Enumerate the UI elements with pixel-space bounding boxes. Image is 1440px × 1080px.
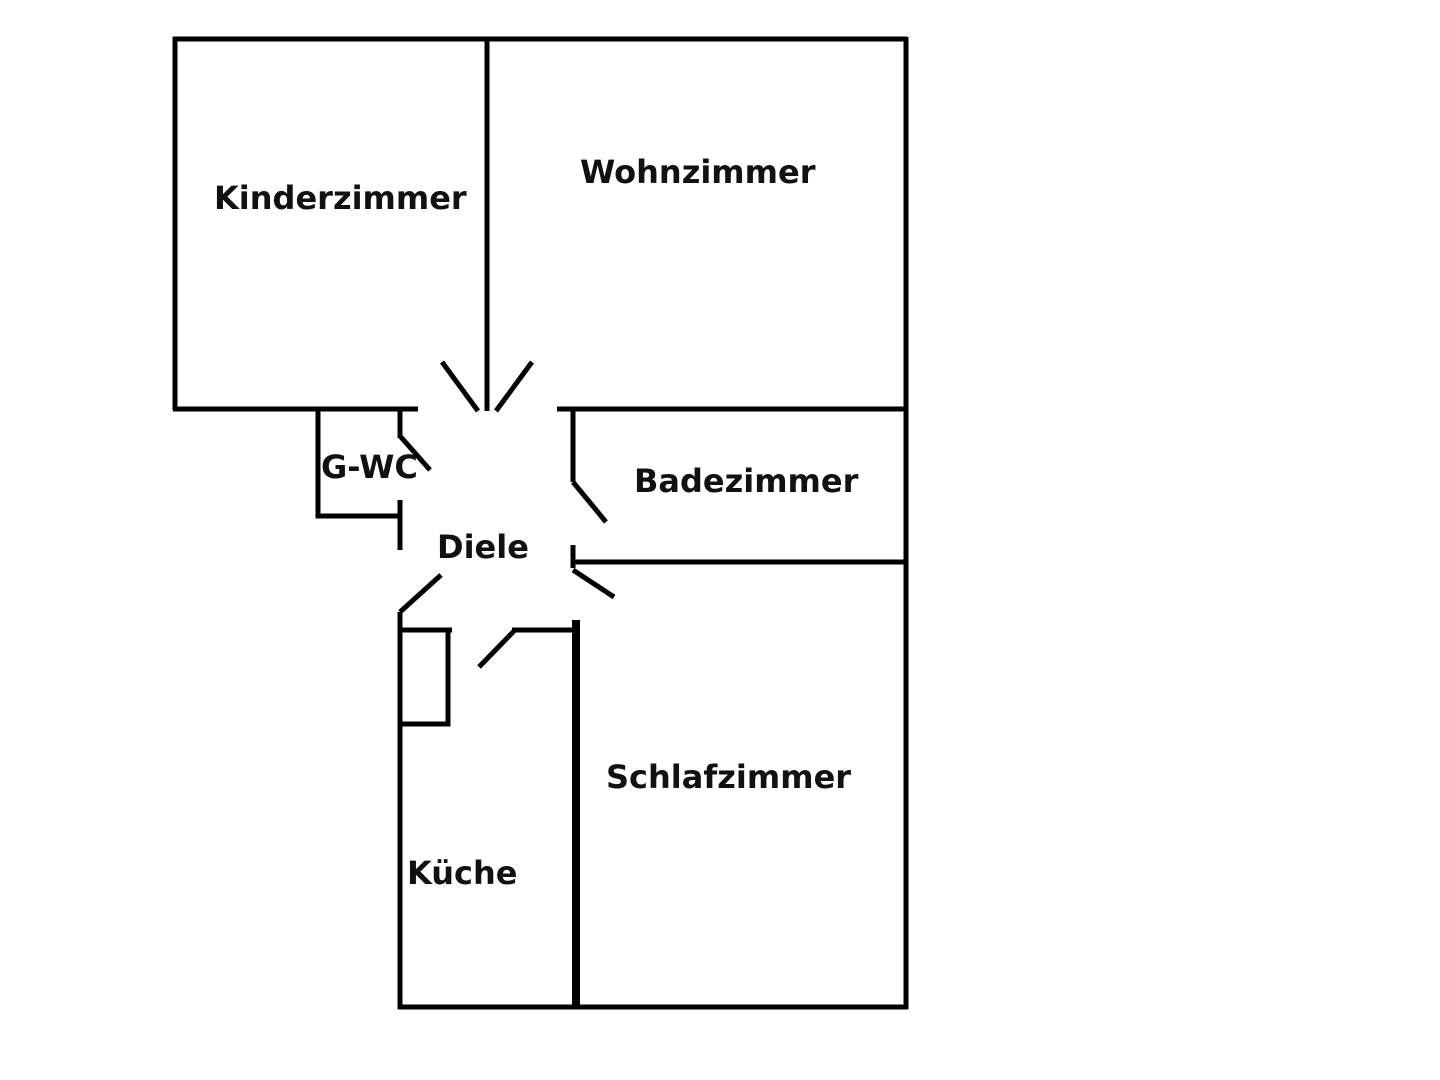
outer-walls bbox=[172, 36, 909, 1010]
label-g-wc: G-WC bbox=[321, 448, 418, 486]
label-diele: Diele bbox=[437, 528, 529, 566]
door-badezimmer bbox=[571, 480, 608, 524]
label-kinderzimmer: Kinderzimmer bbox=[214, 179, 467, 217]
wall-g-wc bbox=[315, 409, 400, 519]
label-kueche: Küche bbox=[407, 854, 517, 892]
kueche-cabinet bbox=[400, 630, 451, 727]
door-kueche bbox=[477, 629, 516, 669]
door-entrance bbox=[398, 573, 443, 614]
door-kinderzimmer bbox=[439, 360, 481, 413]
door-g-wc bbox=[398, 434, 432, 472]
doors bbox=[398, 360, 616, 669]
door-schlafzimmer bbox=[571, 567, 616, 600]
room-labels: Kinderzimmer Wohnzimmer G-WC Badezimmer … bbox=[214, 153, 859, 892]
label-schlafzimmer: Schlafzimmer bbox=[606, 758, 851, 796]
label-wohnzimmer: Wohnzimmer bbox=[580, 153, 816, 191]
door-wohnzimmer bbox=[493, 360, 535, 413]
label-badezimmer: Badezimmer bbox=[634, 462, 859, 500]
interior-walls bbox=[173, 39, 906, 1007]
